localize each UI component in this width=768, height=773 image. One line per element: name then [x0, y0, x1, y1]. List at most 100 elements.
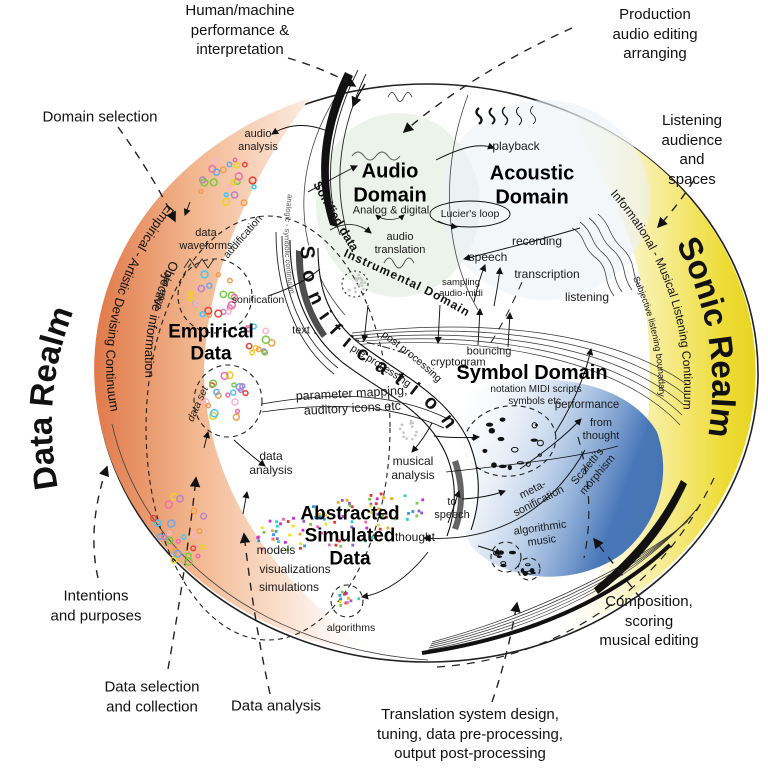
glyph-dot [525, 564, 530, 566]
glyph-dot [537, 440, 543, 446]
square-dot [337, 507, 341, 511]
ring-dot [189, 291, 193, 295]
ring-dot [171, 557, 177, 563]
glyph-dot [530, 438, 538, 442]
glyph-dot [500, 563, 507, 568]
ring-dot [182, 535, 186, 539]
ring-dot [232, 294, 238, 300]
square-dot [339, 544, 343, 548]
label-models: models [256, 542, 296, 557]
ring-dot [207, 313, 211, 317]
glyph-dot [482, 448, 488, 454]
square-dot [257, 539, 261, 543]
label-audio-analysis: audio analysis [238, 128, 278, 153]
ring-dot [232, 399, 238, 405]
label-audio-translation: audio translation [374, 231, 426, 256]
ring-dot [201, 179, 208, 186]
ring-dot [210, 179, 217, 186]
gray-dot [410, 425, 414, 429]
black-sliver-bottom [594, 480, 687, 594]
square-dot [340, 498, 344, 502]
ring-dot [168, 520, 175, 527]
square-dot [286, 548, 289, 552]
square-dot [421, 498, 425, 502]
glyph-dot [491, 462, 497, 468]
square-dot [314, 516, 318, 519]
square-dot [291, 524, 295, 528]
glyph-dot [498, 464, 507, 469]
data-realm-title: Data Realm [22, 301, 80, 492]
caption-intentions: Intentions and purposes [50, 587, 142, 625]
abstracted-data-title: Abstracted Simulated Data [300, 503, 400, 570]
square-dot [361, 538, 365, 541]
glyph-dot [511, 447, 518, 452]
square-dot [377, 523, 380, 527]
label-to-speech: to speech [434, 496, 470, 521]
thick-sweep-bottom [422, 545, 670, 653]
symbol-domain-tint [455, 379, 664, 577]
label-sonification-small: sonification [231, 293, 285, 306]
ring-dot [223, 198, 230, 205]
square-dot [420, 511, 424, 515]
glyph-dot [517, 462, 523, 464]
square-dot [327, 543, 331, 547]
ring-dot [211, 410, 218, 417]
square-dot [350, 520, 354, 524]
square-dot [274, 529, 278, 533]
square-dot [348, 504, 352, 507]
square-dot [288, 533, 291, 537]
label-bouncing: bouncing [466, 345, 512, 358]
square-dot [375, 497, 379, 501]
domain-boundary-arcs [112, 90, 478, 660]
ring-dot [221, 372, 228, 379]
ring-dot [210, 380, 217, 387]
glyph-dot [499, 417, 506, 422]
caption-composition: Composition, scoring musical editing [599, 592, 699, 649]
gray-dot [360, 281, 363, 285]
ring-dot [191, 508, 196, 513]
hatching-icon [572, 214, 640, 296]
sonic-realm-band [552, 106, 756, 638]
square-dot [292, 516, 295, 520]
square-dot [271, 529, 274, 533]
glyph-dot [497, 436, 505, 442]
ring-dot [231, 192, 237, 198]
ring-dot [200, 312, 205, 317]
luciers-loop-ellipse [430, 201, 510, 227]
gray-dot [409, 419, 413, 423]
glyph-dot [496, 555, 502, 558]
caption-data-analysis: Data analysis [230, 697, 322, 715]
ring-dot [226, 372, 233, 379]
square-dot [343, 592, 347, 596]
ring-dot [165, 501, 172, 508]
square-dot [390, 497, 394, 500]
square-dot [379, 492, 383, 496]
ring-dot [207, 283, 212, 288]
flow-arrows [183, 84, 618, 600]
square-dot [277, 540, 280, 544]
symbol-domain-subtitle: notation MIDI scripts symbols etc. [490, 384, 582, 407]
gray-dot [415, 430, 418, 434]
ring-dot [167, 537, 173, 543]
ring-dot [216, 273, 220, 277]
square-dot [309, 522, 312, 526]
square-dot [369, 494, 373, 497]
glyph-dot [526, 462, 530, 466]
ring-dot [228, 278, 232, 282]
ring-dot [262, 336, 269, 343]
square-dot [344, 601, 348, 605]
gray-dot [360, 284, 364, 287]
square-dot [370, 511, 374, 515]
gray-dot [357, 283, 360, 287]
ring-dot [212, 158, 218, 164]
ring-dot [243, 162, 247, 166]
data-realm-band [94, 98, 379, 655]
glyph-dot [538, 454, 541, 456]
ring-dot [196, 554, 200, 558]
glyph-dot [488, 427, 496, 434]
ring-dot [192, 532, 198, 538]
square-dot [338, 539, 341, 543]
ring-dot [206, 404, 210, 408]
